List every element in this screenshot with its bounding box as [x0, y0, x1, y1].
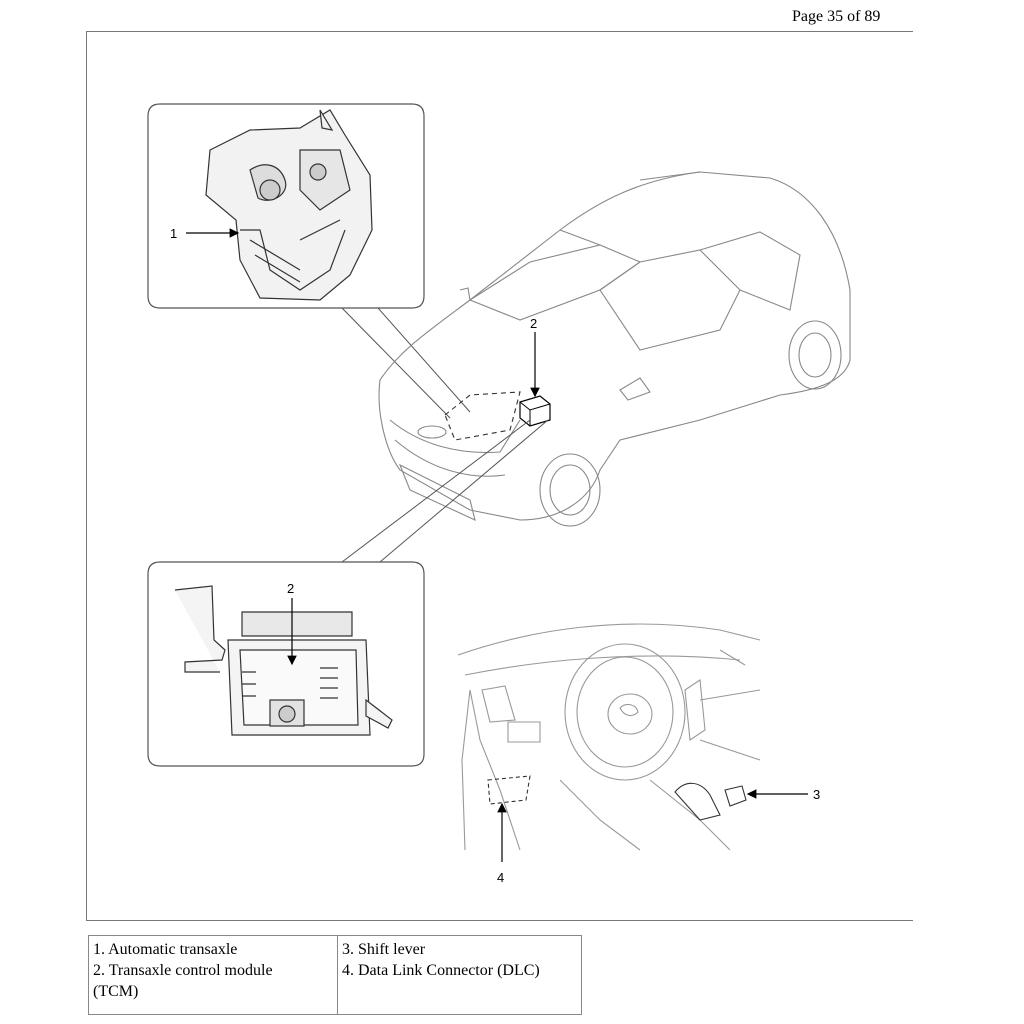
legend-right-cell: 3. Shift lever 4. Data Link Connector (D… — [337, 935, 582, 1015]
legend-left-cell: 1. Automatic transaxle 2. Transaxle cont… — [88, 935, 338, 1015]
callout-automatic-transaxle: 1 — [170, 226, 177, 241]
car-illustration — [378, 171, 851, 527]
legend-item: 2. Transaxle control module — [93, 962, 273, 979]
legend-item: (TCM) — [93, 983, 139, 1000]
callout-tcm-detail: 2 — [287, 581, 294, 596]
tcm-illustration — [174, 585, 393, 736]
callout-dlc: 4 — [497, 870, 504, 885]
callout-shift-lever: 3 — [813, 787, 820, 802]
figure-frame — [86, 31, 913, 921]
legend-item: 3. Shift lever — [342, 941, 426, 958]
transaxle-illustration — [205, 109, 373, 301]
legend-item: 4. Data Link Connector (DLC) — [342, 962, 540, 979]
transaxle-inset: 1 — [147, 103, 471, 419]
tcm-inset: 2 — [147, 419, 549, 767]
interior-illustration — [457, 623, 761, 851]
page-indicator: Page 35 of 89 — [792, 8, 881, 25]
legend-table: 1. Automatic transaxle 2. Transaxle cont… — [88, 935, 582, 1015]
legend-item: 1. Automatic transaxle — [93, 941, 238, 958]
callout-tcm-on-car: 2 — [530, 316, 537, 331]
tcm-location-on-car: 2 — [519, 316, 551, 427]
